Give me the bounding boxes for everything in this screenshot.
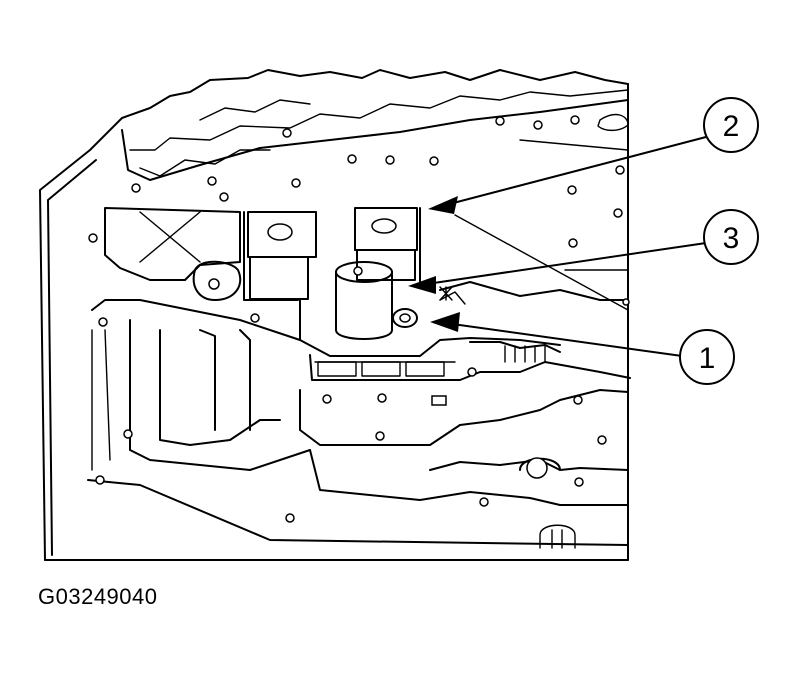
solenoid-block-left — [243, 211, 317, 301]
figure-id-label: G03249040 — [38, 584, 158, 609]
callout-3-label: 3 — [723, 222, 740, 255]
callout-2-label: 2 — [723, 110, 740, 143]
solenoid-block-right — [354, 207, 421, 283]
upper-valve-plate — [121, 89, 629, 311]
solenoid-cylinder — [335, 261, 418, 340]
callout-1-label: 1 — [699, 342, 716, 375]
arrow-2-head — [428, 196, 458, 214]
leader-lines — [408, 136, 707, 357]
callout-2: 2 — [703, 97, 759, 153]
mid-valve-body — [299, 281, 631, 381]
transmission-case-outline — [39, 69, 629, 561]
bolt-holes — [88, 115, 630, 523]
arrow-1-head — [430, 312, 460, 332]
callout-3: 3 — [703, 209, 759, 265]
callout-1: 1 — [679, 329, 735, 385]
left-bracket — [104, 207, 242, 301]
arrow-3-head — [408, 276, 436, 294]
lower-housing — [91, 299, 629, 549]
